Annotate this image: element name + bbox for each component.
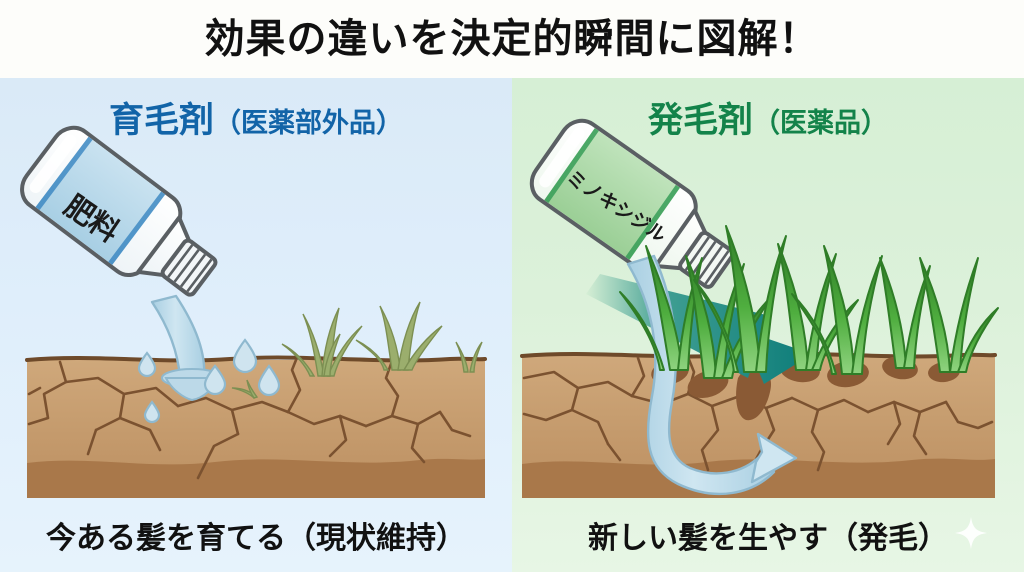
- right-panel-heading: 発毛剤（医薬品）: [512, 104, 1024, 139]
- right-caption: 新しい髪を生やす（発毛）: [588, 521, 948, 556]
- panel-hatsumouzai: 発毛剤（医薬品）: [512, 78, 1024, 572]
- panel-ikumouzai: 育毛剤（医薬部外品）: [0, 78, 512, 572]
- grass-tufts-right: [619, 225, 999, 379]
- right-illustration: [520, 118, 999, 498]
- soil-cracks-right: [522, 355, 994, 472]
- right-heading-main: 発毛剤: [647, 101, 753, 141]
- grass-tufts-left: [231, 301, 483, 399]
- soil-cracks-left: [27, 358, 472, 480]
- title-band: 効果の違いを決定的瞬間に図解！: [0, 0, 1024, 78]
- right-heading-sub: （医薬品）: [753, 108, 888, 139]
- left-heading-main: 育毛剤: [108, 101, 214, 141]
- left-illustration: [20, 125, 487, 498]
- water-stream-left: [150, 294, 223, 402]
- left-caption: 今ある髪を育てる（現状維持）: [46, 521, 466, 556]
- bottle-left: [20, 125, 218, 297]
- left-heading-sub: （医薬部外品）: [214, 108, 403, 139]
- sparkle-star-icon: [954, 516, 988, 550]
- page-title: 効果の違いを決定的瞬間に図解！: [204, 16, 820, 62]
- water-droplets-left: [137, 338, 281, 424]
- soil-block-left: [25, 355, 487, 498]
- left-panel-heading: 育毛剤（医薬部外品）: [0, 104, 512, 139]
